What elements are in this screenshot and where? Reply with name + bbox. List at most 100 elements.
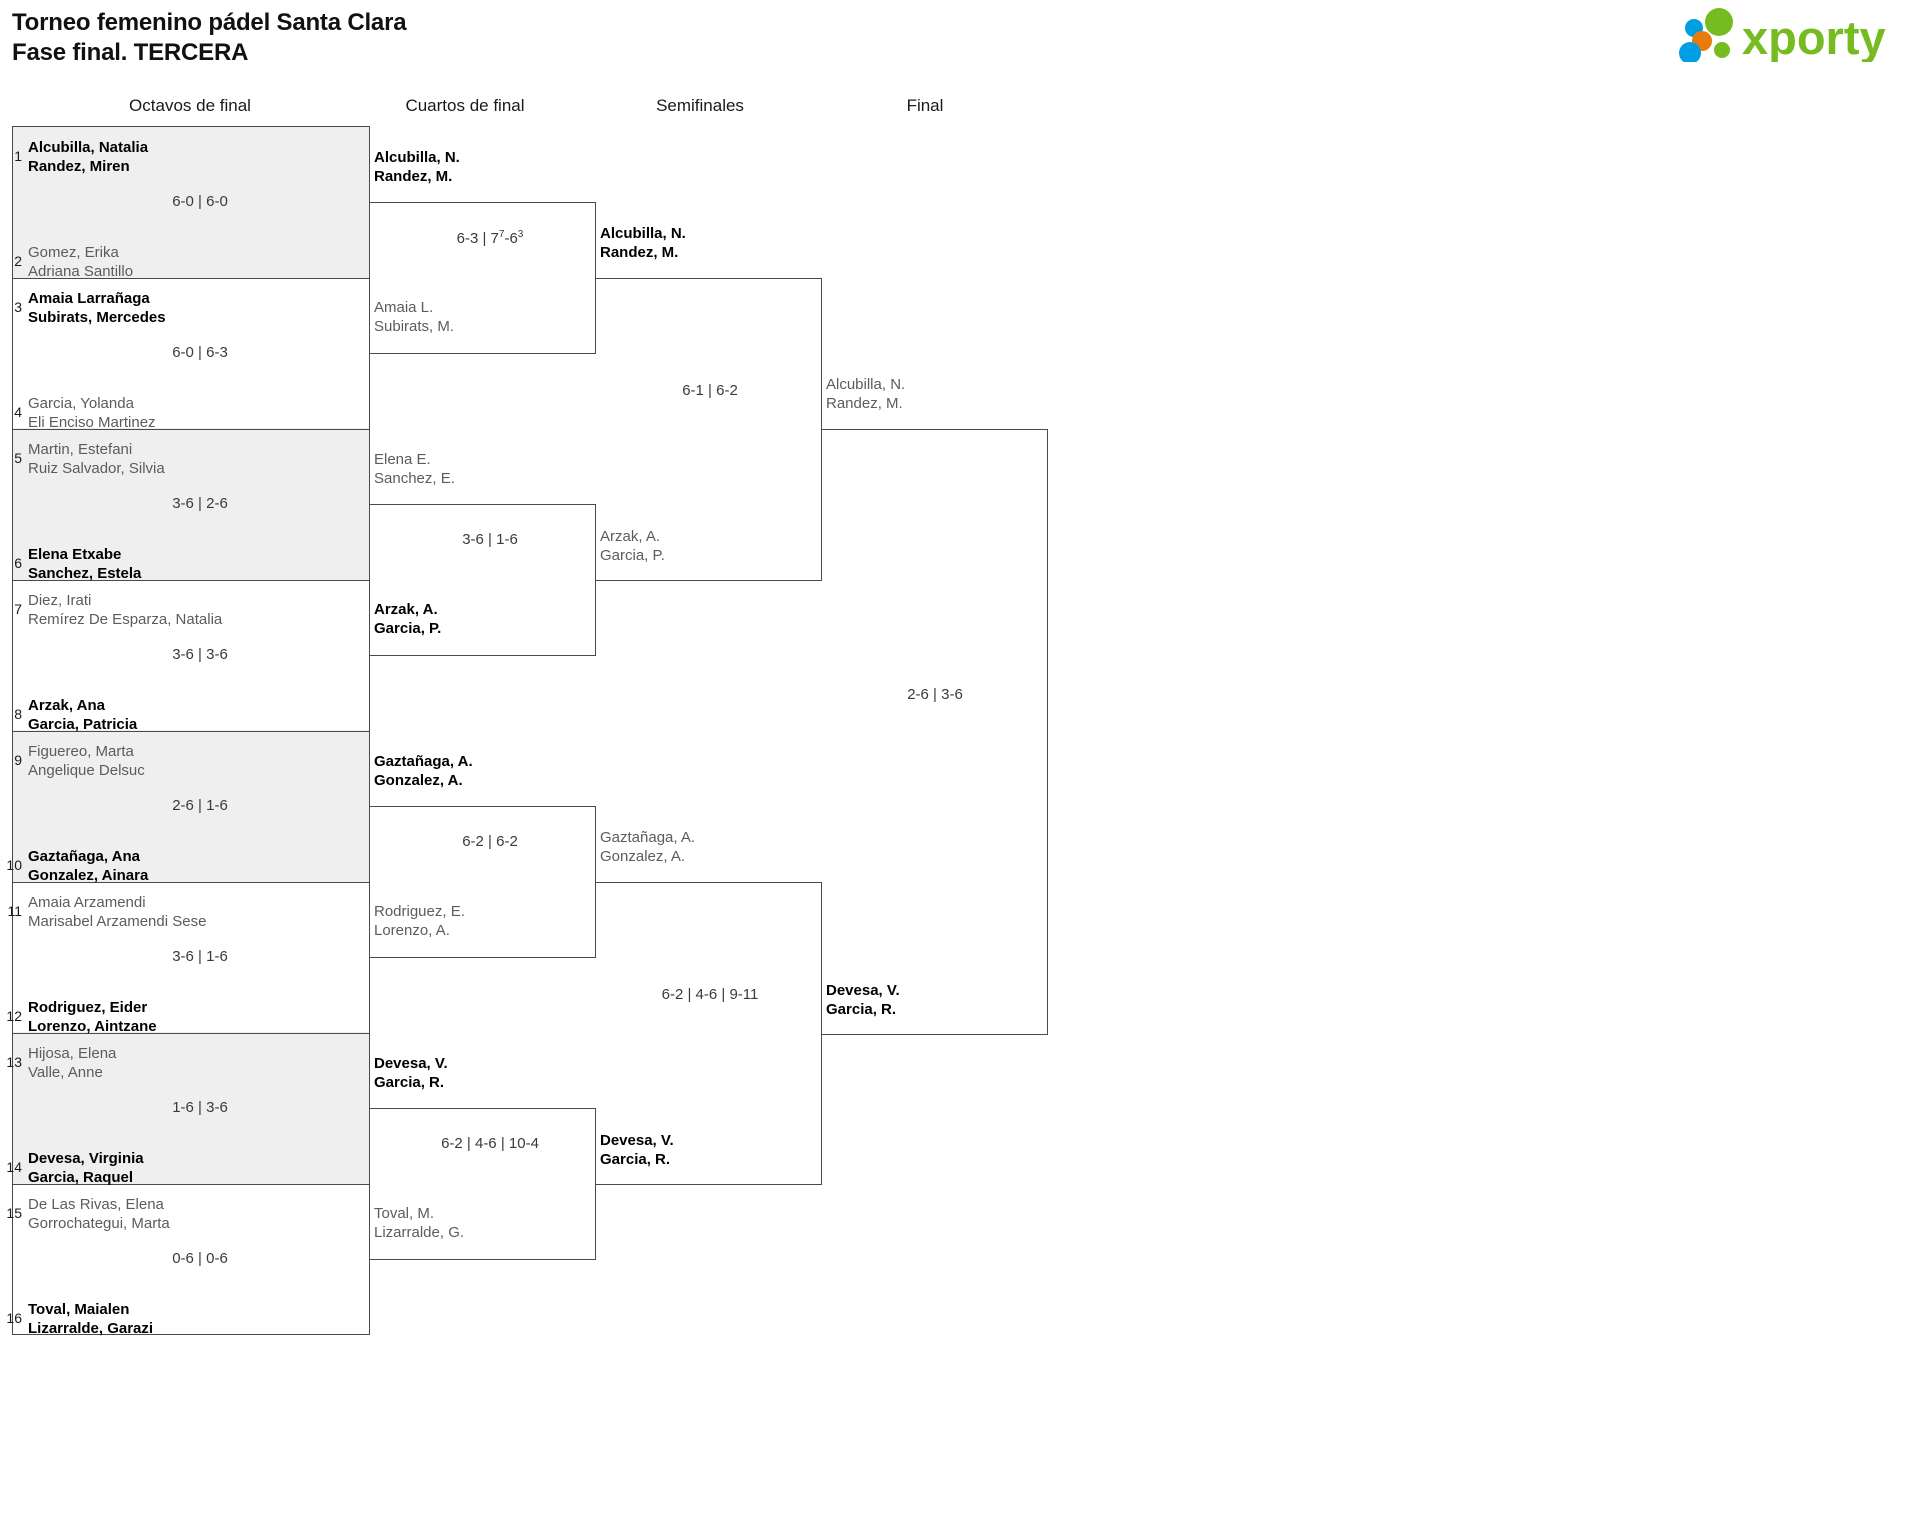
- r16-shade-4: [12, 1032, 370, 1184]
- qf-box3-bottom: [370, 957, 595, 958]
- qf-team-4: Arzak, A. Garcia, P.: [374, 601, 442, 637]
- logo-wordmark: xporty: [1742, 11, 1886, 62]
- seed-number: 4: [14, 404, 22, 420]
- r16-score-1: 6-0 | 6-0: [172, 193, 228, 210]
- seed-number: 15: [6, 1205, 22, 1221]
- r16-score-8: 0-6 | 0-6: [172, 1250, 228, 1267]
- seed-number: 12: [6, 1008, 22, 1024]
- r16-team-8: Arzak, Ana Garcia, Patricia: [28, 697, 138, 733]
- seed-number: 11: [7, 903, 22, 919]
- round-header-cuartos: Cuartos de final: [405, 96, 525, 115]
- r16-team-14: Devesa, Virginia Garcia, Raquel: [28, 1150, 144, 1186]
- sf-team-3: Gaztañaga, A. Gonzalez, A.: [600, 829, 696, 865]
- tournament-name: Torneo femenino pádel Santa Clara: [12, 9, 407, 36]
- r16-team-4: Garcia, Yolanda Eli Enciso Martinez: [28, 395, 156, 431]
- sf-team-1: Alcubilla, N. Randez, M.: [600, 225, 686, 261]
- sf-team-4: Devesa, V. Garcia, R.: [600, 1132, 674, 1168]
- final-team-1: Alcubilla, N. Randez, M.: [826, 376, 906, 412]
- round-header-octavos: Octavos de final: [129, 96, 251, 115]
- r16-top-border: [12, 126, 370, 127]
- seed-number: 8: [14, 706, 22, 722]
- r16-team-10: Gaztañaga, Ana Gonzalez, Ainara: [28, 848, 149, 884]
- seed-number: 3: [14, 299, 22, 315]
- sf-box2-top: [596, 882, 821, 883]
- seed-number: 10: [6, 857, 22, 873]
- r16-shade-1: [12, 126, 370, 278]
- qf-box2-bottom: [370, 655, 595, 656]
- qf-box3-top: [370, 806, 595, 807]
- final-box-bottom: [822, 1034, 1047, 1035]
- r16-team-6: Elena Etxabe Sanchez, Estela: [28, 546, 142, 582]
- final-team-2: Devesa, V. Garcia, R.: [826, 982, 900, 1018]
- r16-left-border: [12, 126, 13, 1334]
- round-header-final: Final: [906, 96, 944, 115]
- r16-shade-3: [12, 730, 370, 882]
- qf-team-2: Amaia L. Subirats, M.: [374, 299, 455, 335]
- xporty-logo[interactable]: xporty: [1672, 8, 1902, 62]
- sf-team-2: Arzak, A. Garcia, P.: [600, 528, 665, 564]
- r16-divider-3: [12, 580, 370, 581]
- qf-box2-top: [370, 504, 595, 505]
- qf-box4-top: [370, 1108, 595, 1109]
- r16-divider-6: [12, 1033, 370, 1034]
- final-box-top: [822, 429, 1047, 430]
- r16-divider-5: [12, 882, 370, 883]
- r16-score-7: 1-6 | 3-6: [172, 1099, 228, 1116]
- r16-team-16: Toval, Maialen Lizarralde, Garazi: [28, 1301, 154, 1337]
- seed-number: 16: [6, 1310, 22, 1326]
- r16-team-11: Amaia Arzamendi Marisabel Arzamendi Sese: [28, 894, 207, 930]
- qf-box1-top: [370, 202, 595, 203]
- tournament-phase: Fase final. TERCERA: [12, 39, 249, 66]
- r16-team-3: Amaia Larrañaga Subirats, Mercedes: [28, 290, 166, 326]
- qf-score-3: 6-2 | 6-2: [462, 833, 518, 850]
- sf-box2-right: [821, 882, 822, 1185]
- seed-number: 5: [14, 450, 22, 466]
- page-title: Torneo femenino pádel Santa Clara Fase f…: [12, 8, 407, 68]
- qf-box4-bottom: [370, 1259, 595, 1260]
- qf-box1-right: [595, 202, 596, 354]
- r16-divider-2: [12, 429, 370, 430]
- sf-score-1: 6-1 | 6-2: [682, 382, 738, 399]
- qf-box4-right: [595, 1108, 596, 1260]
- final-box-right: [1047, 429, 1048, 1035]
- sf-box2-bottom: [596, 1184, 821, 1185]
- r16-right-border: [369, 126, 370, 1334]
- r16-score-2: 6-0 | 6-3: [172, 344, 228, 361]
- r16-team-9: Figuereo, Marta Angelique Delsuc: [28, 743, 145, 779]
- qf-team-8: Toval, M. Lizarralde, G.: [374, 1205, 465, 1241]
- seed-number: 7: [14, 601, 22, 617]
- r16-score-6: 3-6 | 1-6: [172, 948, 228, 965]
- qf-team-7: Devesa, V. Garcia, R.: [374, 1055, 448, 1091]
- qf-team-5: Gaztañaga, A. Gonzalez, A.: [374, 753, 473, 789]
- seed-number: 2: [14, 253, 22, 269]
- qf-score-2: 3-6 | 1-6: [462, 531, 518, 548]
- r16-team-13: Hijosa, Elena Valle, Anne: [28, 1045, 117, 1081]
- sf-box1-top: [596, 278, 821, 279]
- r16-divider-7: [12, 1184, 370, 1185]
- r16-bottom-border: [12, 1334, 370, 1335]
- qf-box2-right: [595, 504, 596, 656]
- qf-box3-right: [595, 806, 596, 958]
- r16-team-15: De Las Rivas, Elena Gorrochategui, Marta: [28, 1196, 170, 1232]
- qf-score-4: 6-2 | 4-6 | 10-4: [441, 1135, 539, 1152]
- sf-box1-bottom: [596, 580, 821, 581]
- r16-divider-1: [12, 278, 370, 279]
- r16-score-4: 3-6 | 3-6: [172, 646, 228, 663]
- r16-shade-2: [12, 428, 370, 580]
- sf-box1-right: [821, 278, 822, 581]
- seed-number: 14: [6, 1159, 22, 1175]
- r16-divider-4: [12, 731, 370, 732]
- qf-box1-bottom: [370, 353, 595, 354]
- r16-team-7: Diez, Irati Remírez De Esparza, Natalia: [28, 592, 223, 628]
- seed-number: 13: [6, 1054, 22, 1070]
- r16-score-5: 2-6 | 1-6: [172, 797, 228, 814]
- qf-score-1: 6-3 | 77-63: [456, 229, 524, 248]
- round-header-semifinales: Semifinales: [656, 96, 744, 115]
- qf-team-6: Rodriguez, E. Lorenzo, A.: [374, 903, 465, 939]
- r16-score-3: 3-6 | 2-6: [172, 495, 228, 512]
- qf-team-1: Alcubilla, N. Randez, M.: [374, 149, 460, 185]
- logo-dots-icon: [1679, 8, 1733, 62]
- sf-score-2: 6-2 | 4-6 | 9-11: [661, 986, 759, 1003]
- final-score: 2-6 | 3-6: [907, 686, 963, 703]
